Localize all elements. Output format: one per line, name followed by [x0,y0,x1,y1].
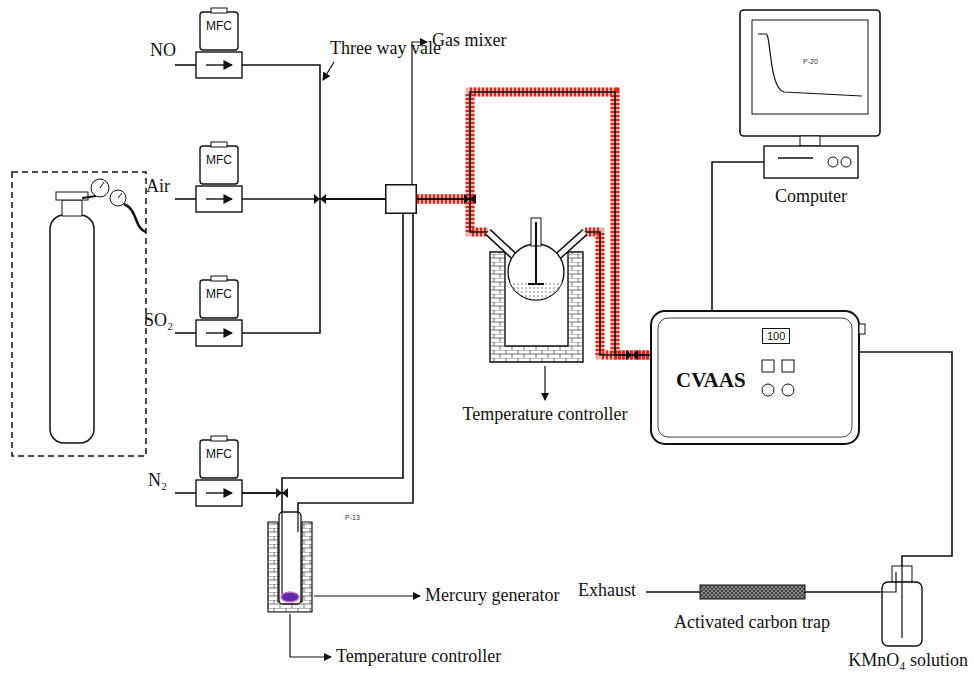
three-way-valve [276,488,288,498]
annotation-label: SO₂ [144,310,173,331]
heat-traces [417,92,650,355]
heat-trace [417,199,488,232]
gas-lines [175,65,700,592]
kmno4-bottle-shape [880,566,924,646]
connectors [242,65,952,592]
gas-mixer: Gas mixer [385,184,417,214]
annotation-label: P-20 [803,58,818,66]
gas-line [298,214,413,512]
exhaust-line [646,591,700,593]
annotation-label: NO [150,40,176,61]
inlet-line [175,492,196,494]
annotation-label: Three way vale [330,38,441,59]
node-label: CVAAS [676,368,746,392]
mfc-box-shape [196,436,242,506]
mfc-box: MFC [196,142,242,212]
heat-trace [417,92,650,355]
annotation-label: P-13 [345,514,360,522]
computer-shape [738,8,884,182]
mfc-box-shape [196,142,242,212]
gas-line [242,65,385,199]
gas-line [242,214,403,493]
gas-cylinder [12,172,146,456]
gas-line [860,352,952,566]
gas-mixer-shape [385,184,417,214]
mercury-generator: Mercury generatorTemperature controller [268,512,312,612]
mfc-box: MFC [196,8,242,78]
heat-trace [417,92,650,355]
illustration [12,65,700,592]
three-way-valve [314,194,326,204]
computer: Computer [738,8,884,182]
gas-line [242,199,385,333]
leader-line [290,614,331,657]
heat-trace [417,199,488,232]
gas-line [417,92,650,355]
inlet-line [175,332,196,334]
leader-line [314,595,420,596]
reactor-furnace-shape [488,214,585,364]
gas-line [417,199,488,232]
node-label: MFC [206,20,232,34]
node-label: MFC [206,448,232,462]
mercury-generator-shape [268,512,312,612]
node-label: Gas mixer [432,30,506,51]
kmno4-bottle: KMnO₄ solution [880,566,924,646]
inlet-line [175,198,196,200]
heat-trace [585,232,650,355]
reactor-furnace: Temperature controller [488,214,585,364]
annotation-label: N₂ [148,470,167,491]
mfc-box-shape [196,8,242,78]
node-label: Activated carbon trap [674,612,830,633]
three-way-valve [464,194,476,204]
inlet-line [175,64,196,66]
leader-line [544,366,545,400]
valves [276,194,638,498]
node-label: KMnO₄ solution [848,650,968,671]
gas-line [585,232,650,355]
three-way-valve [626,350,638,360]
node-label: Computer [775,186,847,207]
mfc-box: MFC [196,436,242,506]
node-label: Temperature controller [462,404,627,425]
leader-line [323,62,334,80]
carbon-trap-shape [700,583,805,601]
cvaas-analyzer: CVAAS 100 [650,310,860,445]
node-label: 100 [762,328,790,344]
node-label: MFC [206,154,232,168]
carbon-trap: Activated carbon trap [700,583,805,601]
leader-line [412,42,427,184]
mfc-box-shape [196,276,242,346]
node-label: Mercury generator [425,585,559,606]
mfc-box: MFC [196,276,242,346]
node-label: MFC [206,288,232,302]
gas-line [805,591,880,593]
node-label: Temperature controller [336,646,501,667]
annotation-label: Exhaust [578,580,636,601]
annotation-label: Air [146,176,170,197]
gas-line [712,162,738,310]
